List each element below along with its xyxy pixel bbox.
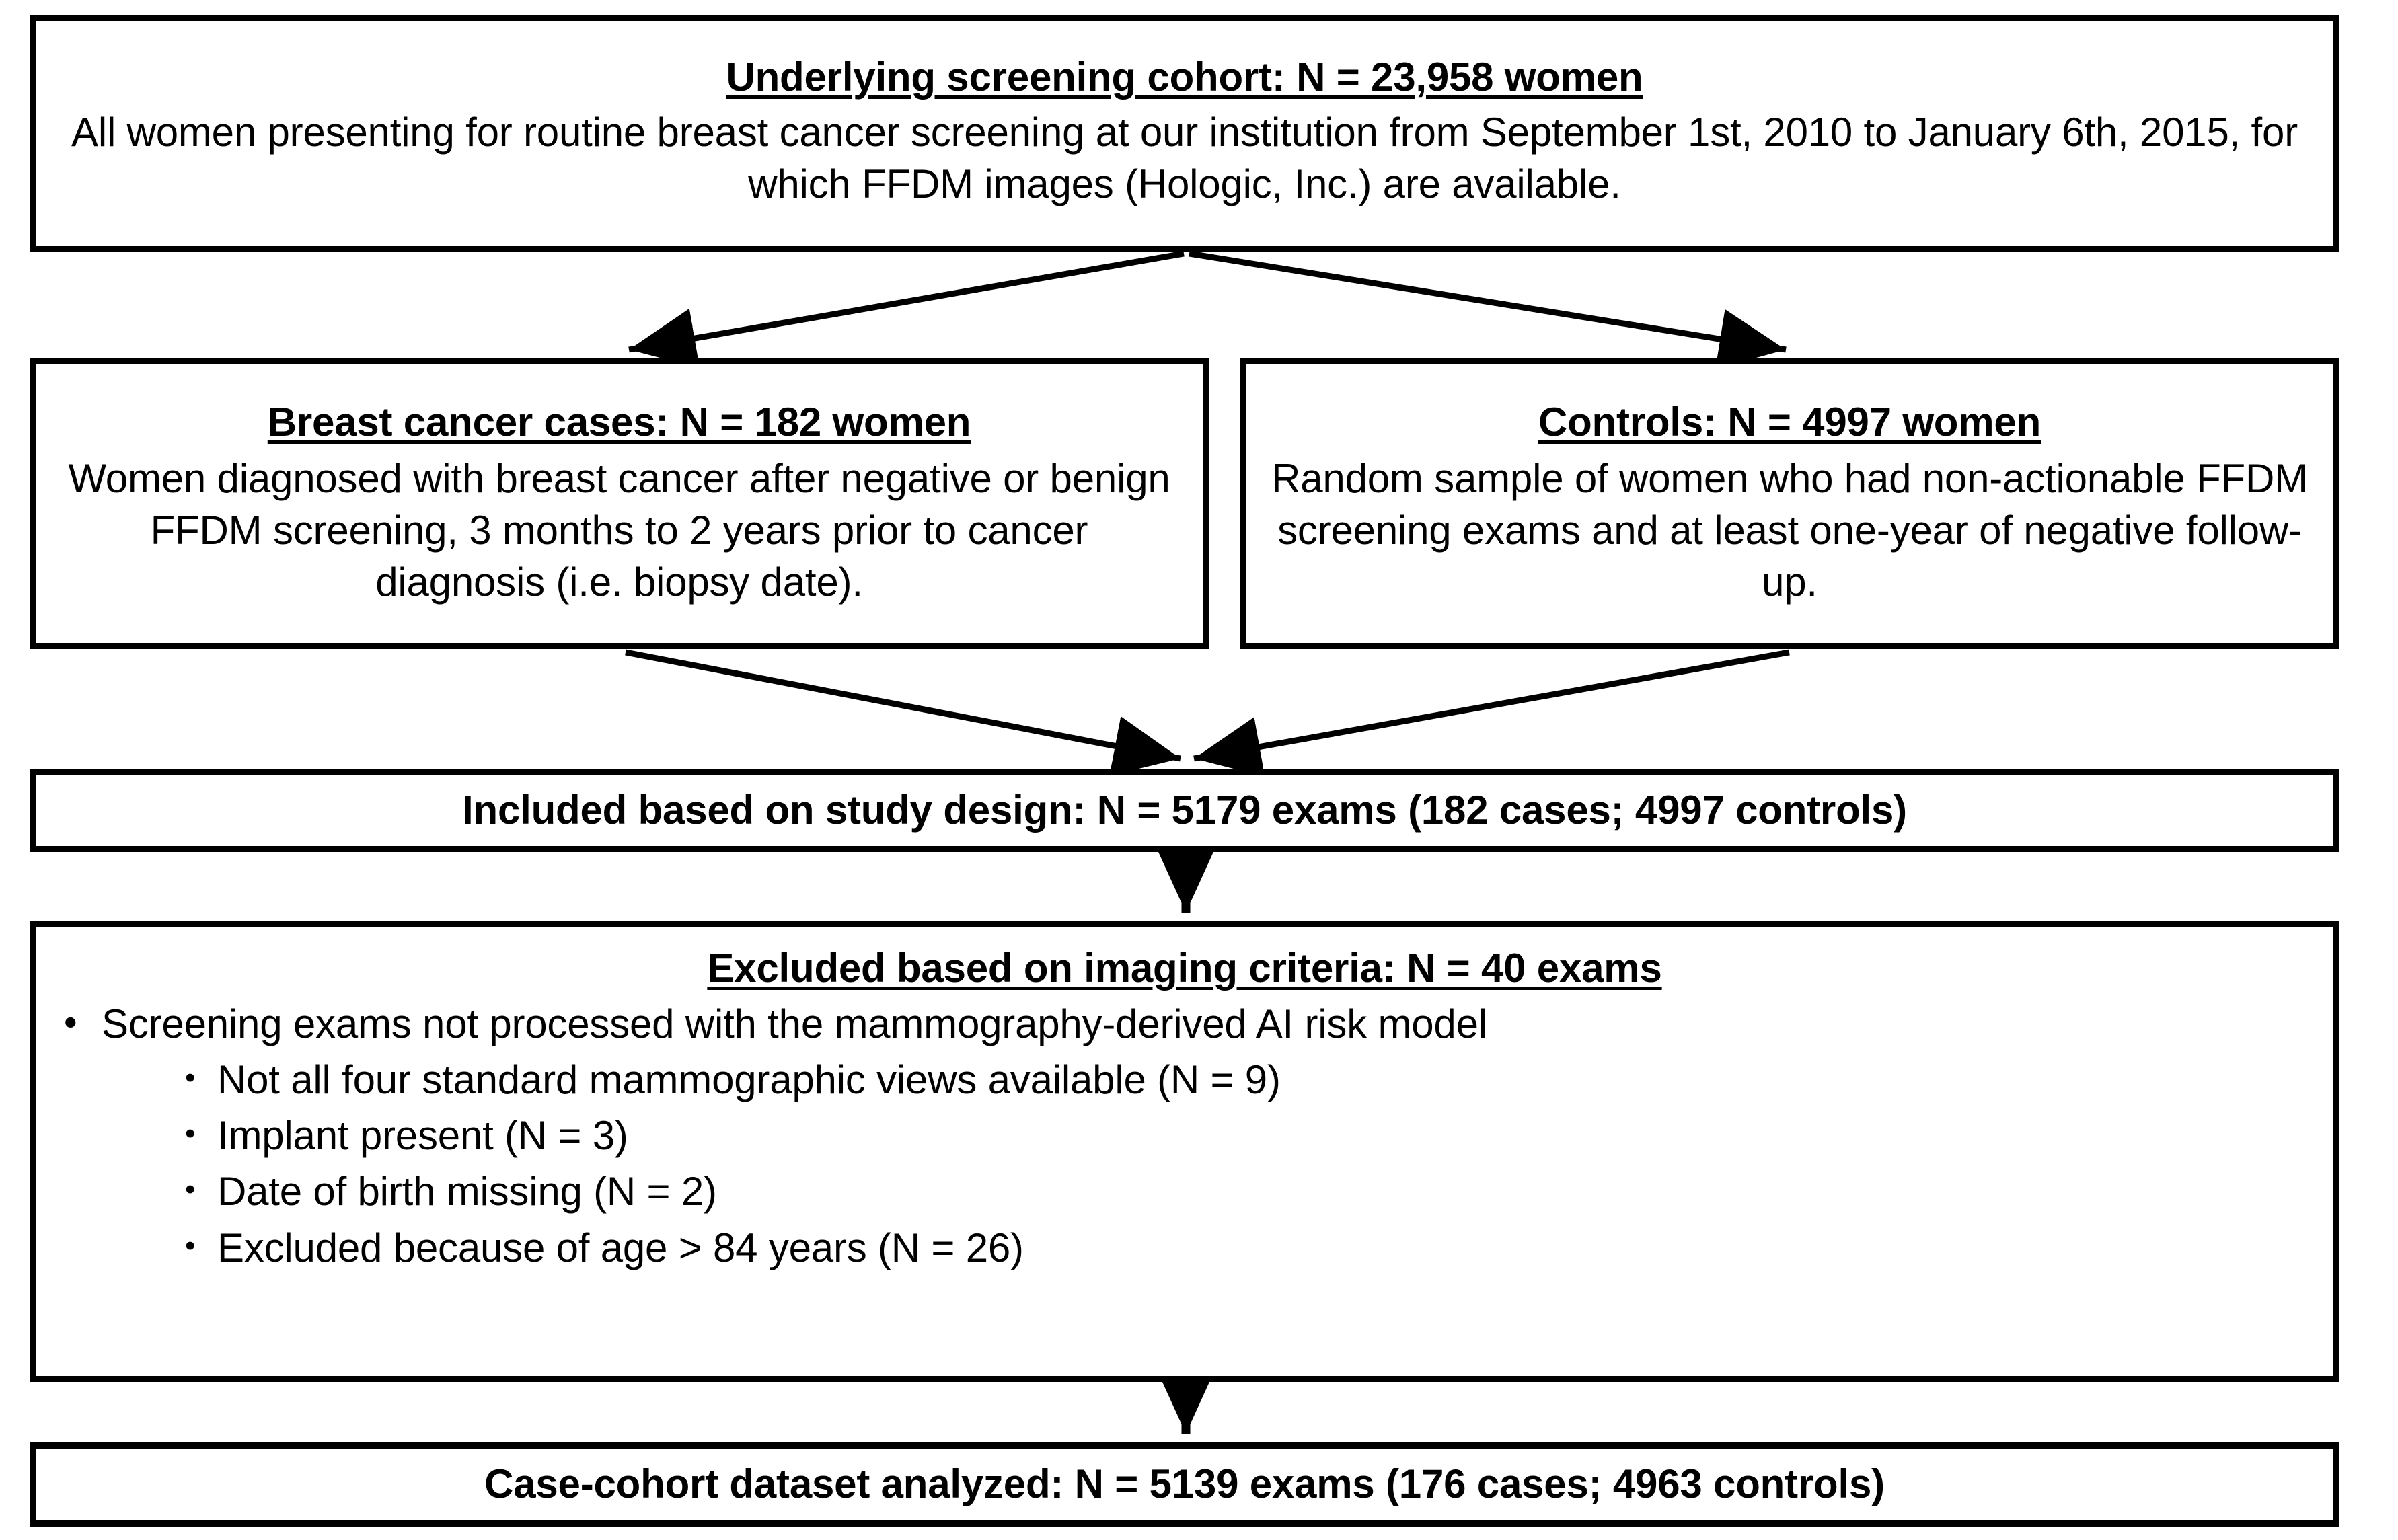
edge-cases-to-included: [625, 649, 1181, 776]
list-item-label: Not all four standard mammographic views…: [217, 1056, 1281, 1102]
list-item-label: Screening exams not processed with the m…: [102, 1001, 1487, 1046]
edge-cohort-to-controls: [1189, 250, 1787, 369]
list-item: • Not all four standard mammographic vie…: [53, 1059, 2316, 1100]
node-controls: Controls: N = 4997 women Random sample o…: [1240, 358, 2339, 649]
list-item: • Screening exams not processed with the…: [53, 1003, 2316, 1044]
list-item: • Implant present (N = 3): [53, 1115, 2316, 1156]
node-title-text: Controls: N = 4997 women: [1538, 399, 2041, 445]
node-title: Underlying screening cohort: N = 23,958 …: [53, 54, 2316, 102]
node-title-text: Excluded based on imaging criteria: N = …: [707, 946, 1662, 991]
node-title: Breast cancer cases: N = 182 women: [46, 399, 1192, 447]
list-item: • Date of birth missing (N = 2): [53, 1171, 2316, 1212]
node-underlying-cohort: Underlying screening cohort: N = 23,958 …: [30, 15, 2339, 252]
node-body: Women diagnosed with breast cancer after…: [68, 456, 1170, 605]
exclusion-bullet-list: • Screening exams not processed with the…: [53, 1003, 2316, 1283]
list-item-label: Excluded because of age > 84 years (N = …: [217, 1225, 1024, 1270]
bullet-dot-icon: •: [185, 1117, 196, 1151]
node-excluded-imaging-criteria: Excluded based on imaging criteria: N = …: [30, 921, 2339, 1382]
node-title-text: Breast cancer cases: N = 182 women: [267, 399, 971, 445]
node-title: Included based on study design: N = 5179…: [462, 787, 1907, 833]
edge-controls-to-included: [1193, 649, 1790, 777]
list-item-label: Date of birth missing (N = 2): [217, 1169, 717, 1215]
bullet-dot-icon: •: [185, 1229, 196, 1262]
node-case-cohort-analyzed: Case-cohort dataset analyzed: N = 5139 e…: [30, 1442, 2339, 1527]
node-title: Excluded based on imaging criteria: N = …: [53, 945, 2316, 993]
list-item-label: Implant present (N = 3): [217, 1113, 628, 1159]
node-title: Controls: N = 4997 women: [1257, 399, 2323, 447]
node-body: Random sample of women who had non-actio…: [1271, 456, 2308, 605]
bullet-dot-icon: •: [185, 1061, 196, 1094]
bullet-dot-icon: •: [185, 1173, 196, 1206]
node-title-text: Underlying screening cohort: N = 23,958 …: [726, 54, 1643, 100]
list-item: • Excluded because of age > 84 years (N …: [53, 1227, 2316, 1268]
node-title: Case-cohort dataset analyzed: N = 5139 e…: [484, 1461, 1885, 1507]
node-breast-cancer-cases: Breast cancer cases: N = 182 women Women…: [30, 358, 1209, 649]
node-body: All women presenting for routine breast …: [71, 110, 2298, 206]
bullet-dot-icon: •: [64, 1000, 77, 1043]
node-included-study-design: Included based on study design: N = 5179…: [30, 769, 2339, 852]
edge-cohort-to-cases: [628, 250, 1185, 369]
